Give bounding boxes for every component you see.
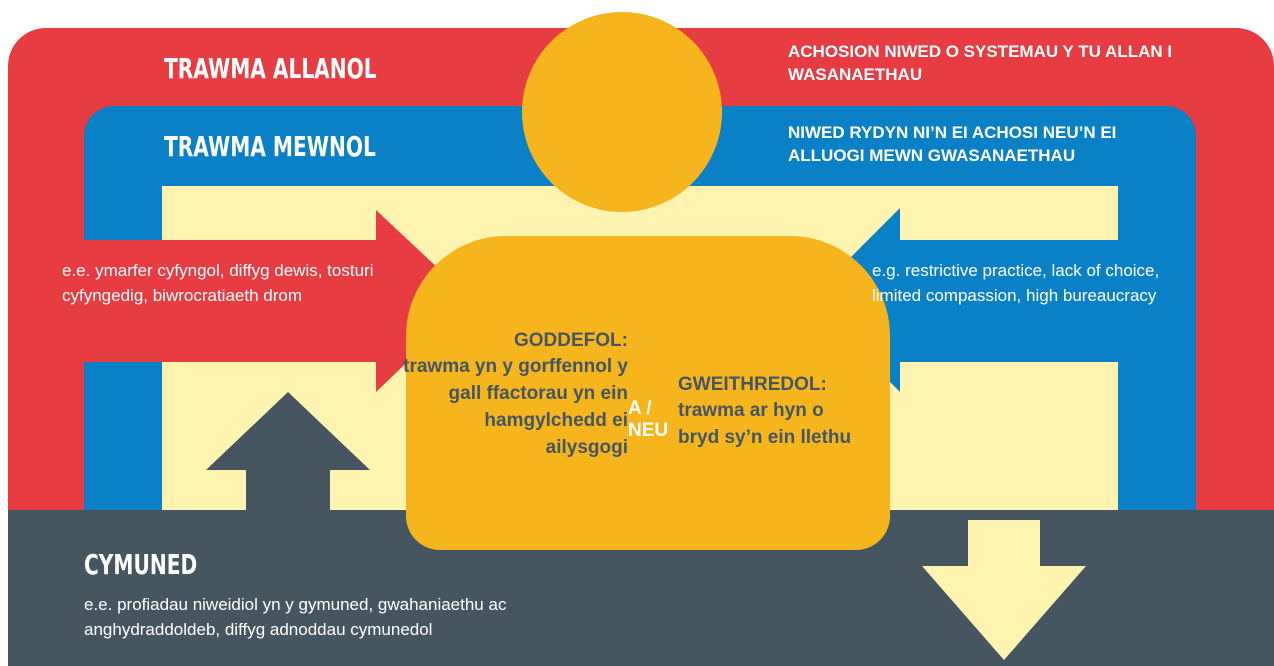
right-inward-arrow bbox=[808, 208, 1196, 392]
left-arrow-text: e.e. ymarfer cyfyngol, diffyg dewis, tos… bbox=[62, 261, 374, 305]
left-arrow-text-wrap: e.e. ymarfer cyfyngol, diffyg dewis, tos… bbox=[62, 258, 374, 308]
active-text: trawma ar hyn o bryd sy’n ein llethu bbox=[678, 400, 852, 448]
community-title: CYMUNED bbox=[84, 548, 198, 581]
external-title-wrap: TRAWMA ALLANOL bbox=[164, 52, 459, 85]
passive-text: trawma yn y gorffennol y gall ffactorau … bbox=[403, 356, 628, 458]
active-block: GWEITHREDOL: trawma ar hyn o bryd sy’n e… bbox=[678, 372, 870, 451]
right-arrow-text-wrap: e.g. restrictive practice, lack of choic… bbox=[872, 258, 1197, 308]
external-note-wrap: ACHOSION NIWED O SYSTEMAU Y TU ALLAN I W… bbox=[788, 40, 1180, 86]
connector-block: A / NEU bbox=[628, 398, 672, 442]
community-title-wrap: CYMUNED bbox=[84, 548, 241, 581]
connector-a: A / bbox=[628, 398, 652, 419]
internal-title: TRAWMA MEWNOL bbox=[164, 130, 376, 163]
passive-block: GODDEFOL: trawma yn y gorffennol y gall … bbox=[398, 328, 628, 461]
active-title: GWEITHREDOL: bbox=[678, 374, 827, 395]
internal-note: NIWED RYDYN NI’N EI ACHOSI NEU’N EI ALLU… bbox=[788, 123, 1117, 165]
person-body bbox=[406, 236, 890, 550]
external-title: TRAWMA ALLANOL bbox=[164, 52, 377, 85]
internal-title-wrap: TRAWMA MEWNOL bbox=[164, 130, 458, 163]
internal-note-wrap: NIWED RYDYN NI’N EI ACHOSI NEU’N EI ALLU… bbox=[788, 121, 1183, 167]
external-note: ACHOSION NIWED O SYSTEMAU Y TU ALLAN I W… bbox=[788, 42, 1173, 84]
community-up-arrow bbox=[206, 392, 370, 510]
community-text: e.e. profiadau niweidiol yn y gymuned, g… bbox=[84, 595, 507, 639]
left-inward-arrow bbox=[8, 210, 472, 392]
connector-b: NEU bbox=[628, 420, 669, 441]
community-text-wrap: e.e. profiadau niweidiol yn y gymuned, g… bbox=[84, 592, 584, 642]
passive-title: GODDEFOL: bbox=[514, 330, 628, 351]
community-down-arrow bbox=[922, 520, 1086, 660]
right-arrow-text: e.g. restrictive practice, lack of choic… bbox=[872, 261, 1160, 305]
person-head bbox=[522, 12, 722, 212]
